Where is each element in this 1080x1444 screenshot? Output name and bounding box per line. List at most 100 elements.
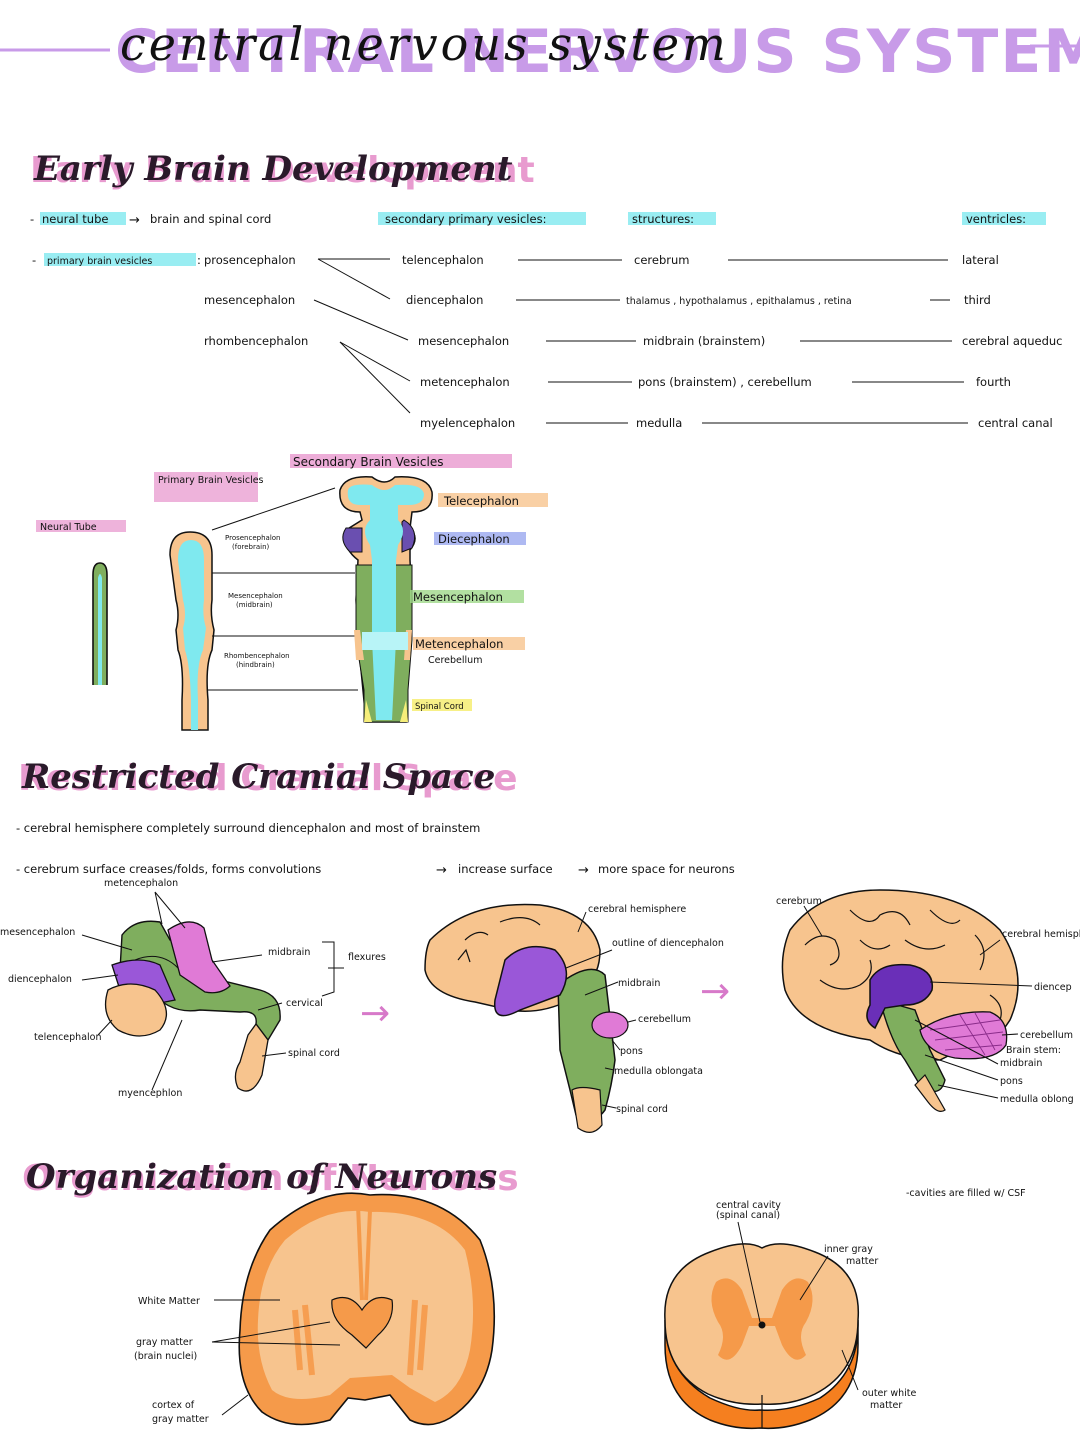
primary-label: primary brain vesicles: [47, 256, 152, 267]
neural-tube-title: Neural Tube: [40, 522, 97, 533]
ventricle-cell: third: [964, 293, 991, 307]
flexure-diagram: [104, 920, 281, 1092]
d2-cerebral-hemisphere: cerebral hemisphere: [588, 904, 686, 915]
label-gray-matter-cortex: gray matter: [152, 1414, 209, 1425]
ventricle-cell: cerebral aqueduc: [962, 334, 1063, 348]
arrow-right-icon: →: [700, 971, 730, 1012]
secondary-vesicle-cell: myelencephalon: [420, 416, 515, 430]
d1-metencephalon: metencephalon: [104, 878, 178, 889]
label-outer-white: outer white: [862, 1388, 916, 1399]
primary-vesicle: mesencephalon: [204, 293, 295, 307]
label-matter: matter: [846, 1256, 878, 1267]
label-midbrain: (midbrain): [236, 601, 273, 609]
table-row: telencephalon cerebrum lateral: [402, 253, 999, 267]
col-ventricles-header: ventricles:: [966, 212, 1026, 226]
ventricle-cell: central canal: [978, 416, 1053, 430]
col-structures-header: structures:: [632, 212, 694, 226]
secondary-vesicles-title: Secondary Brain Vesicles: [293, 455, 443, 469]
d1-midbrain: midbrain: [268, 947, 310, 958]
label-mesencephalon-secondary: Mesencephalon: [413, 590, 503, 604]
cranial-section: Restricted Cranial Space Restricted Cran…: [0, 757, 1080, 1133]
structures-cell: thalamus , hypothalamus , epithalamus , …: [626, 296, 852, 307]
table-row: mesencephalon midbrain (brainstem) cerebra…: [418, 334, 1063, 348]
vesicles-diagram: Secondary Brain Vesicles Primary Brain V…: [36, 454, 548, 731]
spinal-cord-section-diagram: [664, 1243, 860, 1430]
development-table: telencephalon cerebrum lateral diencephalon…: [402, 253, 1063, 430]
early-heading-bg: Early Brain Development: [30, 150, 535, 191]
d3-midbrain: midbrain: [1000, 1058, 1042, 1069]
csf-note: -cavities are filled w/ CSF: [906, 1188, 1026, 1199]
secondary-vesicle-cell: metencephalon: [420, 375, 510, 389]
d1-spinal-cord: spinal cord: [288, 1048, 340, 1059]
cranial-line-2c: more space for neurons: [598, 862, 735, 876]
d3-diencephalon: diencep: [1034, 982, 1072, 993]
d2-spinal-cord: spinal cord: [616, 1104, 668, 1115]
cranial-line-2b: increase surface: [458, 862, 553, 876]
d3-cerebral-hemisphere: cerebral hemisphere: [1002, 929, 1080, 940]
ventricle-cell: lateral: [962, 253, 999, 267]
label-spinal-canal: (spinal canal): [716, 1210, 780, 1221]
label-diencephalon: Diecephalon: [438, 532, 510, 546]
label-rhombencephalon: Rhombencephalon: [224, 652, 290, 660]
label-inner-gray: inner gray: [824, 1244, 873, 1255]
d1-mesencephalon: mesencephalon: [0, 927, 75, 938]
label-cortex-of: cortex of: [152, 1400, 195, 1411]
label-central-cavity: central cavity: [716, 1200, 781, 1211]
d1-flexures: flexures: [348, 952, 386, 963]
label-prosencephalon: Prosencephalon: [225, 534, 280, 542]
neural-tube-label: neural tube: [42, 212, 108, 226]
early-development-section: Early Brain Development Early Brain Deve…: [30, 149, 1063, 430]
col-secondary-header: secondary primary vesicles:: [385, 212, 546, 226]
d1-cervical: cervical: [286, 998, 323, 1009]
label-telencephalon: Telecephalon: [443, 494, 519, 508]
arrow-right-icon: →: [578, 863, 589, 878]
label-forebrain: (forebrain): [232, 543, 270, 551]
brain-section-diagram: [238, 1192, 496, 1426]
early-heading: Early Brain Development: [33, 149, 513, 189]
structures-cell: midbrain (brainstem): [643, 334, 765, 348]
d1-telencephalon: telencephalon: [34, 1032, 102, 1043]
arrow-right-icon: →: [360, 993, 390, 1034]
d3-cerebrum: cerebrum: [776, 896, 822, 907]
ventricle-cell: fourth: [976, 375, 1011, 389]
d2-outline: outline of diencephalon: [612, 938, 724, 949]
page-title: CENTRAL NERVOUS SYSTEM central nervous s…: [0, 17, 1080, 87]
secondary-vesicle-cell: diencephalon: [406, 293, 483, 307]
neurons-section: Organization of Neurons Organization of …: [22, 1157, 1026, 1430]
label-brain-nuclei: (brain nuclei): [134, 1351, 197, 1362]
table-row: myelencephalon medulla central canal: [420, 416, 1053, 430]
neurons-heading: Organization of Neurons: [26, 1157, 497, 1197]
secondary-vesicles-shape: [339, 476, 433, 723]
primary-vesicle: prosencephalon: [204, 253, 296, 267]
neurons-heading-bg: Organization of Neurons: [22, 1158, 519, 1199]
cranial-line-2a: - cerebrum surface creases/folds, forms …: [16, 862, 321, 876]
neural-tube-rest: brain and spinal cord: [150, 212, 271, 226]
structures-cell: medulla: [636, 416, 682, 430]
d1-myencephalon: myencephlon: [118, 1088, 182, 1099]
label-white-matter: White Matter: [138, 1296, 200, 1307]
d2-midbrain: midbrain: [618, 978, 660, 989]
d2-medulla: medulla oblongata: [614, 1066, 703, 1077]
structures-cell: cerebrum: [634, 253, 689, 267]
secondary-vesicle-cell: mesencephalon: [418, 334, 509, 348]
neural-tube-shape: [92, 562, 108, 685]
label-gray-matter: gray matter: [136, 1337, 193, 1348]
structures-cell: pons (brainstem) , cerebellum: [638, 375, 812, 389]
cranial-heading-bg: Restricted Cranial Space: [18, 758, 517, 799]
cranial-line-1: - cerebral hemisphere completely surroun…: [16, 821, 480, 835]
title-script-text: central nervous system: [120, 17, 729, 71]
table-row: metencephalon pons (brainstem) , cerebell…: [420, 375, 1011, 389]
mature-brain-diagram: [781, 889, 1019, 1112]
primary-vesicles-shape: [169, 531, 215, 731]
label-cerebellum: Cerebellum: [428, 655, 482, 666]
title-bg-text: CENTRAL NERVOUS SYSTEM: [115, 17, 1080, 87]
secondary-vesicle-cell: telencephalon: [402, 253, 484, 267]
d3-pons: pons: [1000, 1076, 1023, 1087]
label-metencephalon: Metencephalon: [415, 637, 503, 651]
label-mesencephalon: Mesencephalon: [228, 592, 283, 600]
label-spinal-cord: Spinal Cord: [415, 702, 464, 712]
primary-colon: :: [197, 253, 201, 267]
d3-medulla: medulla oblong: [1000, 1094, 1074, 1105]
primary-vesicle: rhombencephalon: [204, 334, 308, 348]
